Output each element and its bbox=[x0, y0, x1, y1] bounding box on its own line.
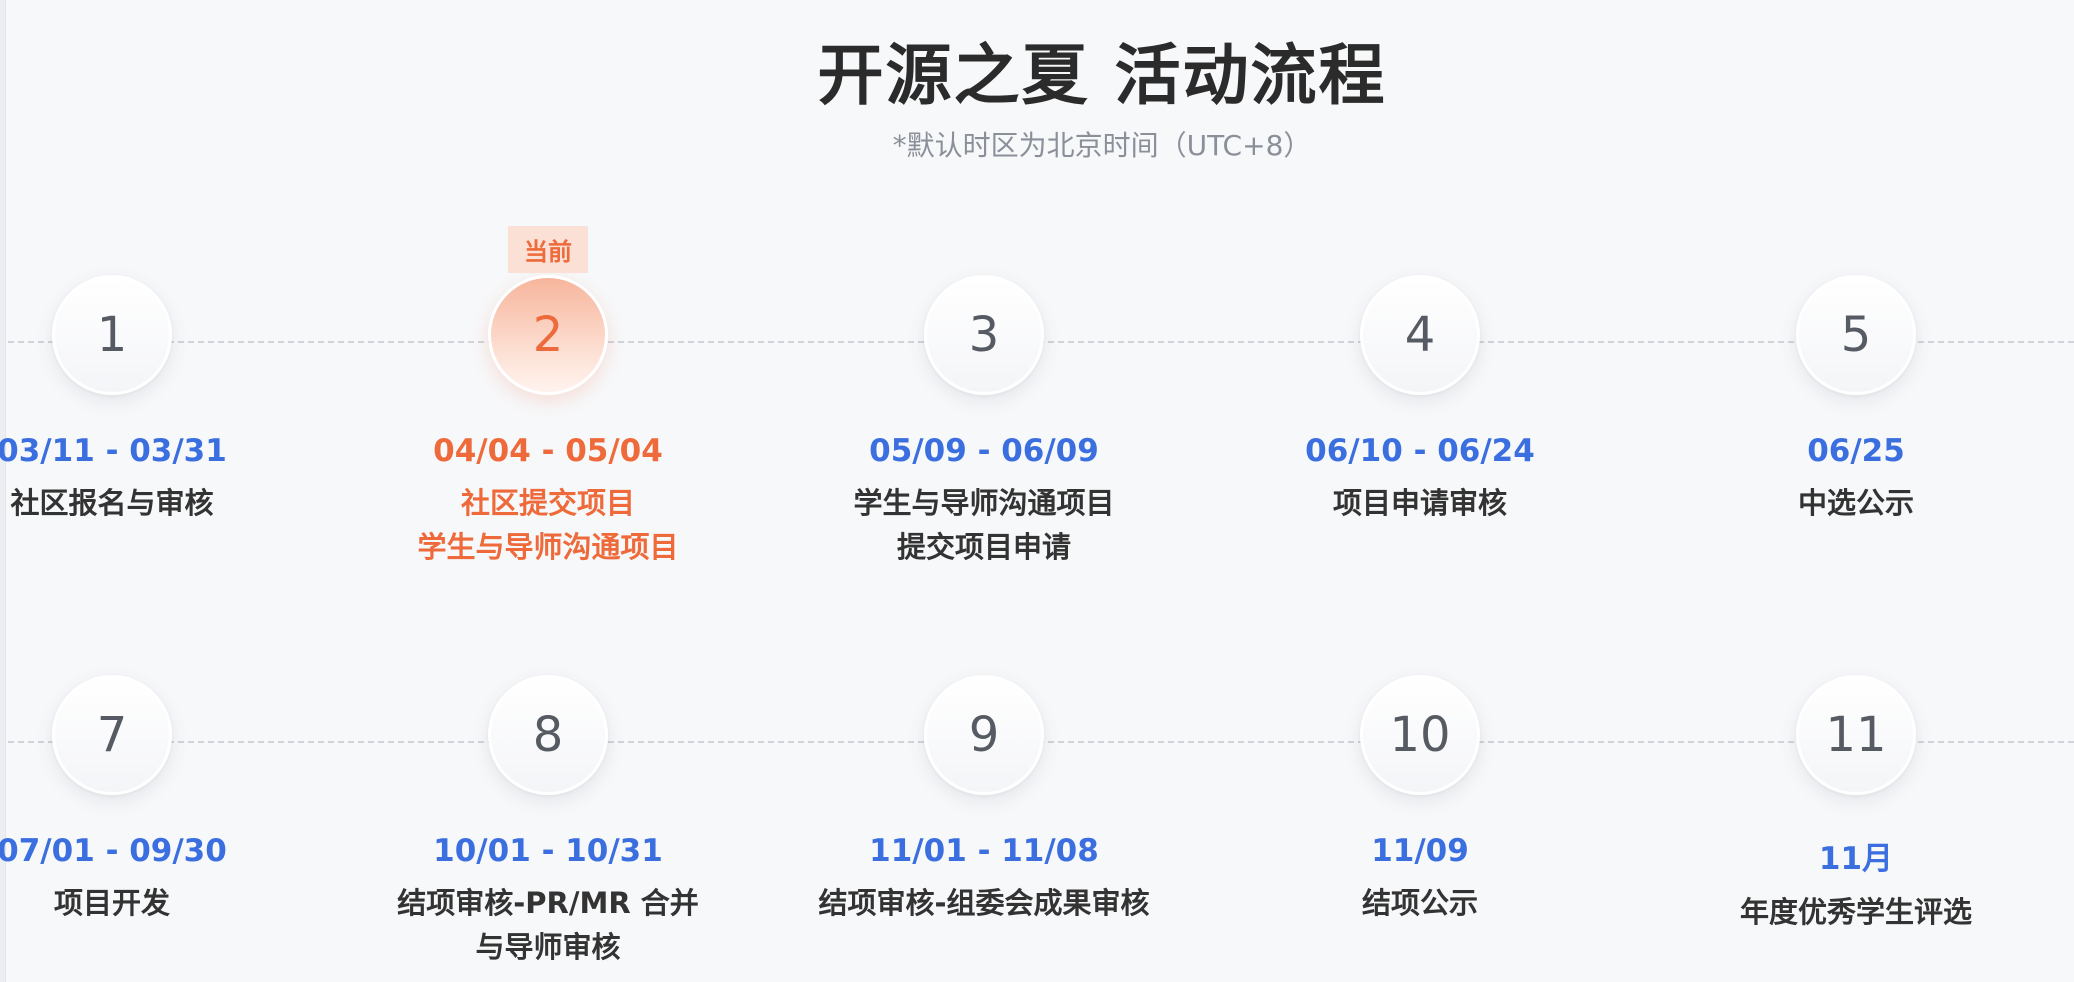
timeline-step-8: 8 10/01 - 10/31 结项审核-PR/MR 合并 与导师审核 bbox=[358, 675, 738, 969]
step-description: 社区报名与审核 bbox=[10, 486, 214, 520]
step-description: 学生与导师沟通项目 提交项目申请 bbox=[853, 486, 1115, 564]
step-number-circle: 3 bbox=[924, 275, 1044, 395]
timeline-step-5: 5 06/25 中选公示 bbox=[1666, 275, 2046, 525]
step-date: 04/04 - 05/04 bbox=[433, 433, 663, 469]
step-number-circle: 10 bbox=[1360, 675, 1480, 795]
page-title: 开源之夏 活动流程 bbox=[817, 37, 1387, 114]
step-description: 社区提交项目 学生与导师沟通项目 bbox=[417, 486, 679, 564]
step-description: 项目开发 bbox=[53, 886, 170, 920]
timeline-step-1: 1 03/11 - 03/31 社区报名与审核 bbox=[0, 275, 302, 525]
step-number-circle: 7 bbox=[52, 675, 172, 795]
timeline-step-2: 当前 2 04/04 - 05/04 社区提交项目 学生与导师沟通项目 bbox=[358, 226, 738, 569]
step-number: 2 bbox=[532, 307, 564, 363]
step-date: 07/01 - 09/30 bbox=[0, 833, 227, 869]
step-number-circle: 8 bbox=[488, 675, 608, 795]
step-date: 11月 bbox=[1818, 841, 1894, 877]
step-description: 年度优秀学生评选 bbox=[1739, 895, 1972, 929]
timeline-step-7: 7 07/01 - 09/30 项目开发 bbox=[0, 675, 302, 925]
timeline-step-10: 10 11/09 结项公示 bbox=[1230, 675, 1610, 925]
step-description: 项目申请审核 bbox=[1332, 486, 1507, 520]
step-date: 06/25 bbox=[1807, 433, 1905, 469]
step-date: 11/01 - 11/08 bbox=[869, 833, 1099, 869]
timezone-note: *默认时区为北京时间（UTC+8） bbox=[892, 129, 1312, 162]
timeline-step-9: 9 11/01 - 11/08 结项审核-组委会成果审核 bbox=[794, 675, 1174, 925]
step-date: 10/01 - 10/31 bbox=[433, 833, 663, 869]
timeline-step-11: 11 11月 年度优秀学生评选 bbox=[1666, 675, 2046, 934]
step-number-circle: 1 bbox=[52, 275, 172, 395]
step-number-circle: 4 bbox=[1360, 275, 1480, 395]
step-number-circle: 当前 2 bbox=[488, 226, 608, 395]
step-number-circle: 9 bbox=[924, 675, 1044, 795]
step-date: 03/11 - 03/31 bbox=[0, 433, 227, 469]
timeline-step-3: 3 05/09 - 06/09 学生与导师沟通项目 提交项目申请 bbox=[794, 275, 1174, 569]
left-edge-divider bbox=[0, 0, 6, 982]
step-date: 05/09 - 06/09 bbox=[869, 433, 1099, 469]
step-description: 结项审核-组委会成果审核 bbox=[818, 886, 1150, 920]
step-number-circle: 5 bbox=[1796, 275, 1916, 395]
current-badge: 当前 bbox=[508, 226, 588, 273]
step-description: 结项公示 bbox=[1361, 886, 1478, 920]
step-date: 06/10 - 06/24 bbox=[1305, 433, 1535, 469]
timeline-step-4: 4 06/10 - 06/24 项目申请审核 bbox=[1230, 275, 1610, 525]
step-number-circle: 11 bbox=[1796, 675, 1916, 795]
step-description: 中选公示 bbox=[1797, 486, 1914, 520]
step-description: 结项审核-PR/MR 合并 与导师审核 bbox=[397, 886, 699, 964]
step-date: 11/09 bbox=[1371, 833, 1469, 869]
